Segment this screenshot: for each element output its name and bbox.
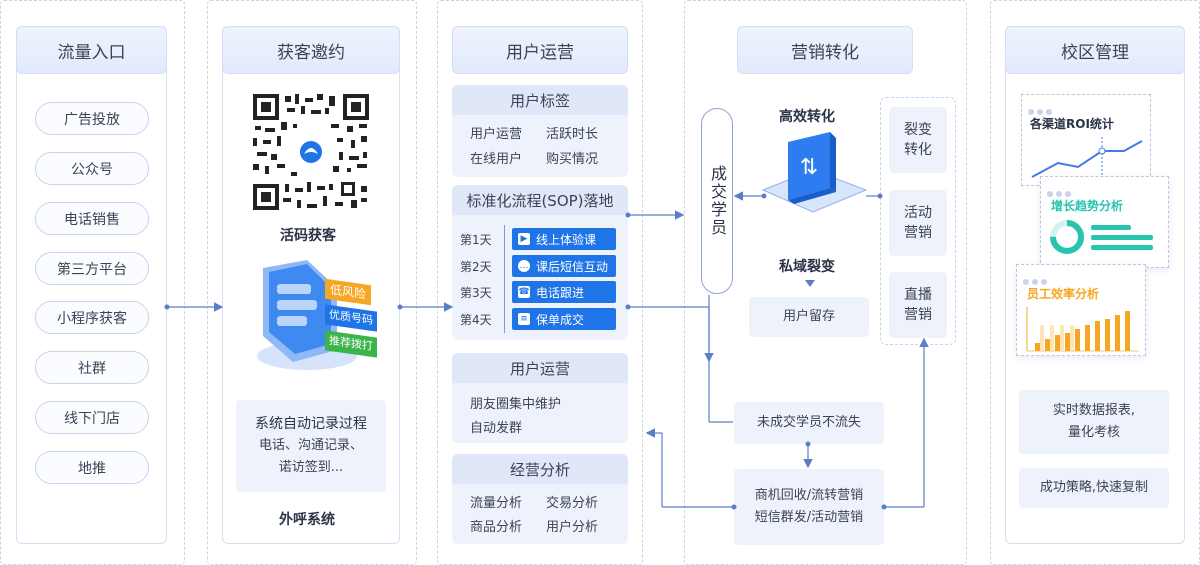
user-ops-panel: 用户运营 朋友圈集中维护 自动发群 xyxy=(452,353,628,443)
sop-row-day4: 第4天 xyxy=(460,308,504,330)
analysis-item-traffic: 流量分析 xyxy=(470,496,523,511)
traffic-item-ads[interactable]: 广告投放 xyxy=(35,102,149,135)
record-title: 系统自动记录过程 xyxy=(255,416,367,432)
side-live: 直播营销 xyxy=(889,272,947,338)
side-fission-label: 裂变转化 xyxy=(904,122,932,158)
sop-step-1: ▶ 线上体验课 xyxy=(512,228,616,250)
recover-line-2: 短信群发/活动营销 xyxy=(754,510,864,525)
acquire-title: 获客邀约 xyxy=(222,26,400,74)
qr-code-icon xyxy=(251,92,371,212)
roi-window: 各渠道ROI统计 xyxy=(1021,94,1151,186)
user-ops-item-auto-group: 自动发群 xyxy=(470,421,523,436)
member-label: 成交学员 xyxy=(708,165,727,237)
traffic-item-offline-store[interactable]: 线下门店 xyxy=(35,401,149,434)
side-live-label: 直播营销 xyxy=(904,287,932,323)
record-box: 系统自动记录过程 电话、沟通记录、 诺访签到... xyxy=(236,400,386,492)
chat-icon: … xyxy=(518,260,530,272)
sop-day-3: 第3天 xyxy=(460,285,492,300)
retain-box: 用户留存 xyxy=(749,297,869,337)
analysis-item-trade: 交易分析 xyxy=(546,496,599,511)
lost-box: 未成交学员不流失 xyxy=(734,402,884,444)
sop-panel: 标准化流程(SOP)落地 第1天 ▶线上体验课 第2天 …课后短信互动 第3天 … xyxy=(452,185,628,340)
side-event-label: 活动营销 xyxy=(904,205,932,241)
report-line-2: 量化考核 xyxy=(1067,425,1120,440)
analysis-title: 经营分析 xyxy=(452,454,628,484)
sop-step-1-label: 线上体验课 xyxy=(536,232,597,247)
member-box: 成交学员 xyxy=(701,108,733,294)
sop-timeline-line xyxy=(504,225,505,333)
side-group xyxy=(880,97,956,345)
doc-icon: ≡ xyxy=(518,313,530,325)
phone-illustration: 低风险 优质号码 推荐拨打 xyxy=(245,258,380,378)
report-line-1: 实时数据报表, xyxy=(1052,403,1136,418)
user-tags-title: 用户标签 xyxy=(452,85,628,115)
sop-row-day1: 第1天 xyxy=(460,228,504,250)
down-triangle-icon xyxy=(805,280,815,287)
roi-title: 各渠道ROI统计 xyxy=(1030,117,1114,131)
sop-step-4: ≡ 保单成交 xyxy=(512,308,616,330)
phone-icon: ☎ xyxy=(518,286,530,298)
sop-row-day2: 第2天 xyxy=(460,255,504,277)
traffic-item-third-party[interactable]: 第三方平台 xyxy=(35,252,149,285)
eff-bar-chart xyxy=(1026,307,1139,352)
trend-window: 增长趋势分析 xyxy=(1040,176,1169,268)
trend-donut-chart xyxy=(1050,220,1153,254)
campus-title: 校区管理 xyxy=(1005,26,1185,74)
record-desc-2: 诺访签到... xyxy=(278,460,344,475)
sop-step-4-label: 保单成交 xyxy=(536,312,585,327)
high-conversion-label: 高效转化 xyxy=(779,109,835,125)
tag-item-active-duration: 活跃时长 xyxy=(546,127,599,142)
strategy-box: 成功策略,快速复制 xyxy=(1019,468,1169,508)
traffic-title: 流量入口 xyxy=(16,26,167,74)
window-dots xyxy=(1028,100,1058,115)
sop-day-1: 第1天 xyxy=(460,232,492,247)
video-icon: ▶ xyxy=(518,233,530,245)
eff-title: 员工效率分析 xyxy=(1027,287,1100,301)
sop-day-4: 第4天 xyxy=(460,312,492,327)
analysis-panel: 经营分析 流量分析 交易分析 商品分析 用户分析 xyxy=(452,454,628,544)
report-box: 实时数据报表, 量化考核 xyxy=(1019,390,1169,454)
qr-label: 活码获客 xyxy=(280,228,336,244)
analysis-item-goods: 商品分析 xyxy=(470,520,523,535)
sop-row-day3: 第3天 xyxy=(460,281,504,303)
sop-step-3: ☎ 电话跟进 xyxy=(512,281,616,303)
recover-line-1: 商机回收/流转营销 xyxy=(754,488,864,503)
traffic-item-ground[interactable]: 地推 xyxy=(35,451,149,484)
sop-title: 标准化流程(SOP)落地 xyxy=(452,185,628,215)
eff-window: 员工效率分析 xyxy=(1016,264,1146,356)
conversion-cube-icon: ⇅ xyxy=(761,132,868,213)
side-fission: 裂变转化 xyxy=(889,107,947,173)
sop-step-3-label: 电话跟进 xyxy=(536,285,585,300)
sop-step-2: … 课后短信互动 xyxy=(512,255,616,277)
analysis-item-users: 用户分析 xyxy=(546,520,599,535)
side-event: 活动营销 xyxy=(889,190,947,256)
window-dots-2 xyxy=(1047,182,1071,201)
private-fission-label: 私域裂变 xyxy=(779,259,835,275)
record-desc-1: 电话、沟通记录、 xyxy=(258,438,363,453)
traffic-item-community[interactable]: 社群 xyxy=(35,351,149,384)
outbound-system-label: 外呼系统 xyxy=(279,512,335,528)
user-ops-title: 用户运营 xyxy=(452,353,628,383)
ops-title: 用户运营 xyxy=(452,26,628,74)
traffic-item-official-account[interactable]: 公众号 xyxy=(35,152,149,185)
recover-box: 商机回收/流转营销 短信群发/活动营销 xyxy=(734,469,884,545)
traffic-item-miniprogram[interactable]: 小程序获客 xyxy=(35,301,149,334)
window-dots-3 xyxy=(1023,270,1047,289)
user-tags-panel: 用户标签 用户运营 活跃时长 在线用户 购买情况 xyxy=(452,85,628,177)
tag-item-user-ops: 用户运营 xyxy=(470,127,523,142)
sop-step-2-label: 课后短信互动 xyxy=(536,259,609,274)
sop-day-2: 第2天 xyxy=(460,259,492,274)
user-ops-item-moments: 朋友圈集中维护 xyxy=(470,397,562,412)
traffic-item-telesales[interactable]: 电话销售 xyxy=(35,202,149,235)
roi-line-chart xyxy=(1031,137,1143,181)
marketing-title: 营销转化 xyxy=(737,26,913,74)
tag-item-online-users: 在线用户 xyxy=(470,152,523,167)
trend-title: 增长趋势分析 xyxy=(1051,199,1124,213)
tag-item-purchase: 购买情况 xyxy=(546,152,599,167)
svg-text:⇅: ⇅ xyxy=(800,155,818,180)
